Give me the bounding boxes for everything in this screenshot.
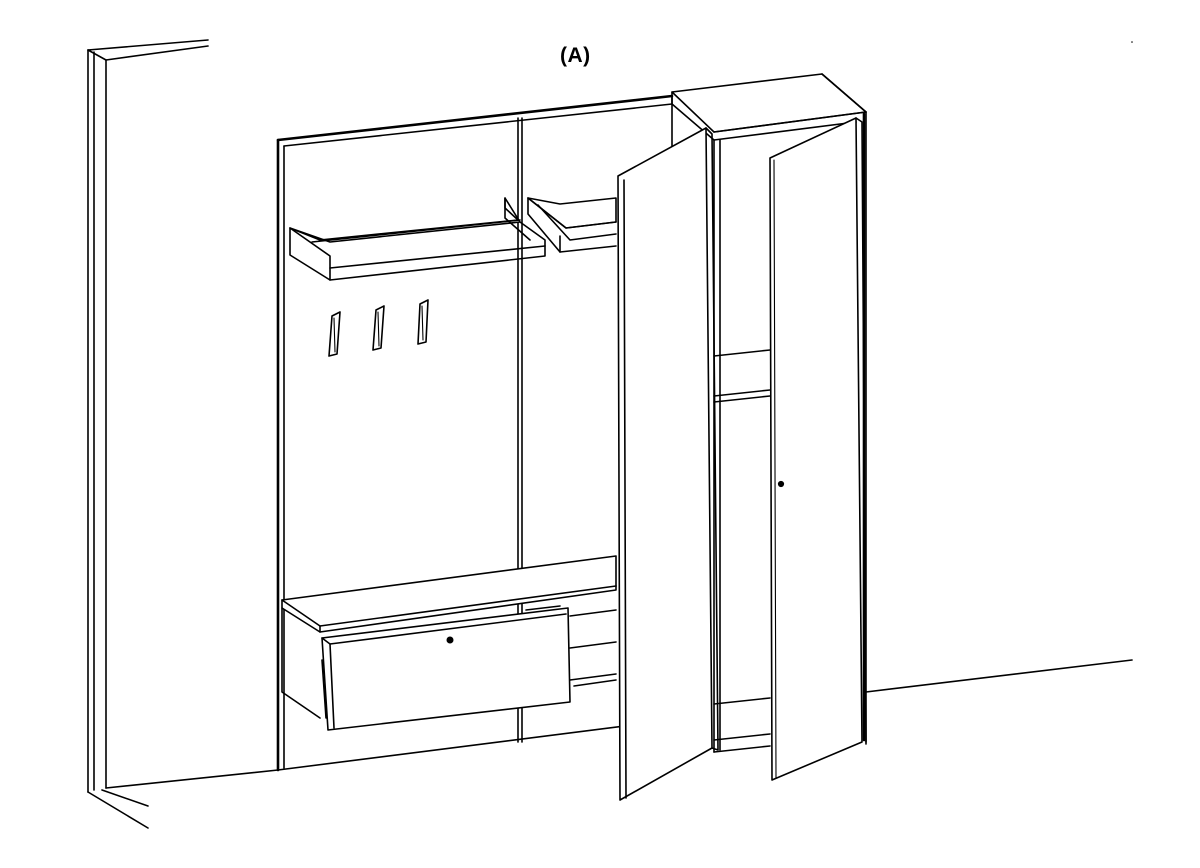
- bench-drawer: [321, 605, 571, 731]
- wall-shelf-left: [289, 197, 546, 281]
- bench: [281, 555, 617, 719]
- door-knob: [777, 480, 785, 488]
- hook: [372, 305, 385, 351]
- stray-mark: [1131, 41, 1133, 43]
- floor-line: [105, 659, 1133, 789]
- figure-label: (A): [560, 44, 591, 67]
- open-door-right: [769, 117, 867, 781]
- open-door-left: [617, 127, 719, 801]
- side-wall: [87, 39, 209, 829]
- drawer-knob: [446, 636, 454, 644]
- coat-hooks: [328, 299, 429, 357]
- hook: [328, 311, 341, 357]
- hook: [417, 299, 429, 345]
- wall-shelf-right: [527, 197, 617, 253]
